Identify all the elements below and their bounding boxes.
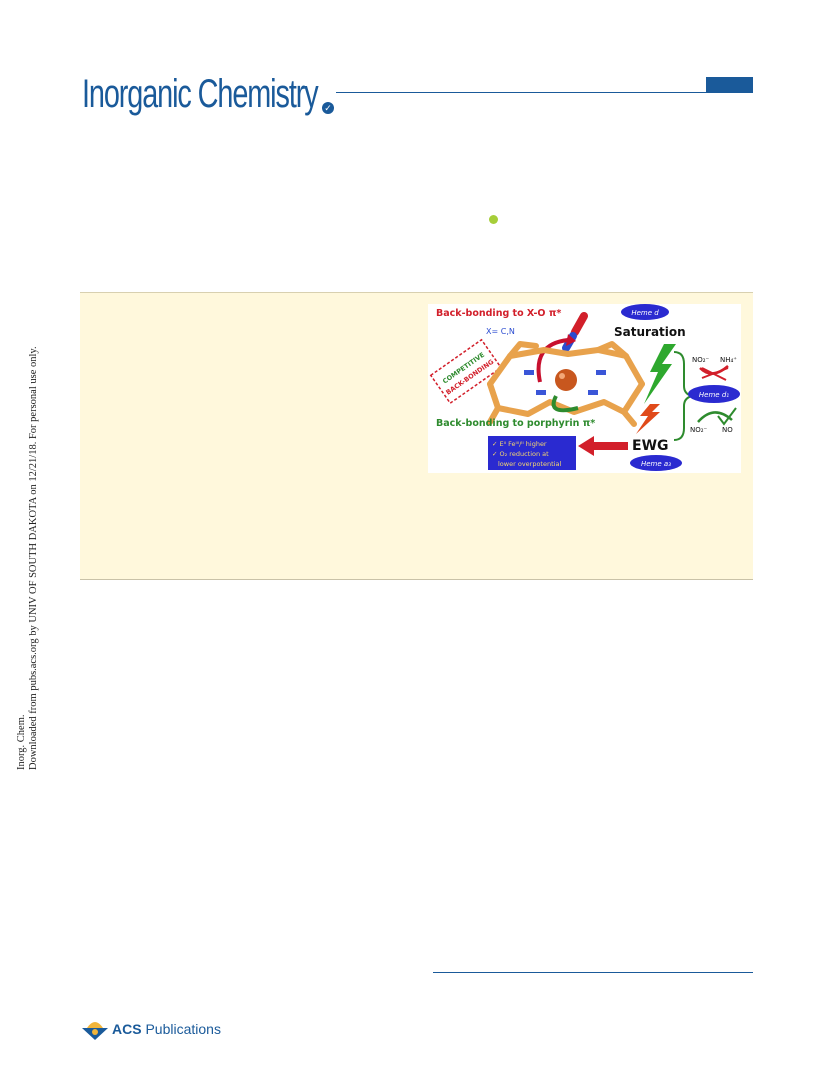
heme-a3-label: Heme a₃ <box>641 460 671 468</box>
download-note: Inorg. Chem. Downloaded from pubs.acs.or… <box>16 346 40 770</box>
saturation-label: Saturation <box>614 325 686 339</box>
header-rule <box>336 92 706 93</box>
journal-title: Inorganic Chemistry <box>82 72 319 116</box>
heme-d1-badge: Heme d₁ <box>688 385 740 403</box>
ewg-label: EWG <box>632 438 669 454</box>
acs-publications-logo-icon <box>82 1022 108 1040</box>
no-label: NO <box>722 426 733 434</box>
orcid-icon[interactable] <box>489 215 498 224</box>
no2-bottom: NO₂⁻ <box>690 426 708 434</box>
heme-a3-badge: Heme a₃ <box>630 455 682 471</box>
acs-name-bold: ACS <box>112 1021 142 1037</box>
journal-abbrev: Inorg. Chem. <box>16 714 27 770</box>
iron-atom <box>555 369 577 391</box>
header-block <box>706 77 753 93</box>
info-box <box>488 436 576 470</box>
green-bolt-icon <box>644 344 676 404</box>
red-bolt-icon <box>636 404 660 434</box>
nh4-label: NH₄⁺ <box>720 356 737 364</box>
acs-publications-logo[interactable]: ACS Publications <box>82 1018 221 1040</box>
info-line1: ✓ Eᴵᴵ Feᴵᴵᴵ/ᴵᴵ higher <box>492 440 547 448</box>
acs-name-rest: Publications <box>141 1021 221 1037</box>
backbonding-xo-label: Back-bonding to X-O π* <box>436 308 561 319</box>
footer-rule <box>433 972 753 973</box>
no2-top: NO₂⁻ <box>692 356 710 364</box>
info-line3: lower overpotential <box>498 460 561 468</box>
heme-d-badge: Heme d <box>621 304 669 320</box>
green-curved-arrow <box>551 395 579 413</box>
x-label: X= C,N <box>486 327 515 336</box>
backbonding-porphyrin-label: Back-bonding to porphyrin π* <box>436 418 595 429</box>
heme-d-label: Heme d <box>631 309 659 317</box>
red-arrow-icon <box>578 436 628 456</box>
toc-graphic: Back-bonding to X-O π* X= C,N COMPETITIV… <box>428 304 741 473</box>
heme-d1-label: Heme d₁ <box>699 391 729 399</box>
check-badge-icon: ✓ <box>322 102 334 114</box>
download-statement: Downloaded from pubs.acs.org by UNIV OF … <box>28 346 39 770</box>
porphyrin-structure <box>487 341 645 427</box>
info-line2: ✓ O₂ reduction at <box>492 450 549 458</box>
nitrogen-atoms <box>524 370 606 395</box>
